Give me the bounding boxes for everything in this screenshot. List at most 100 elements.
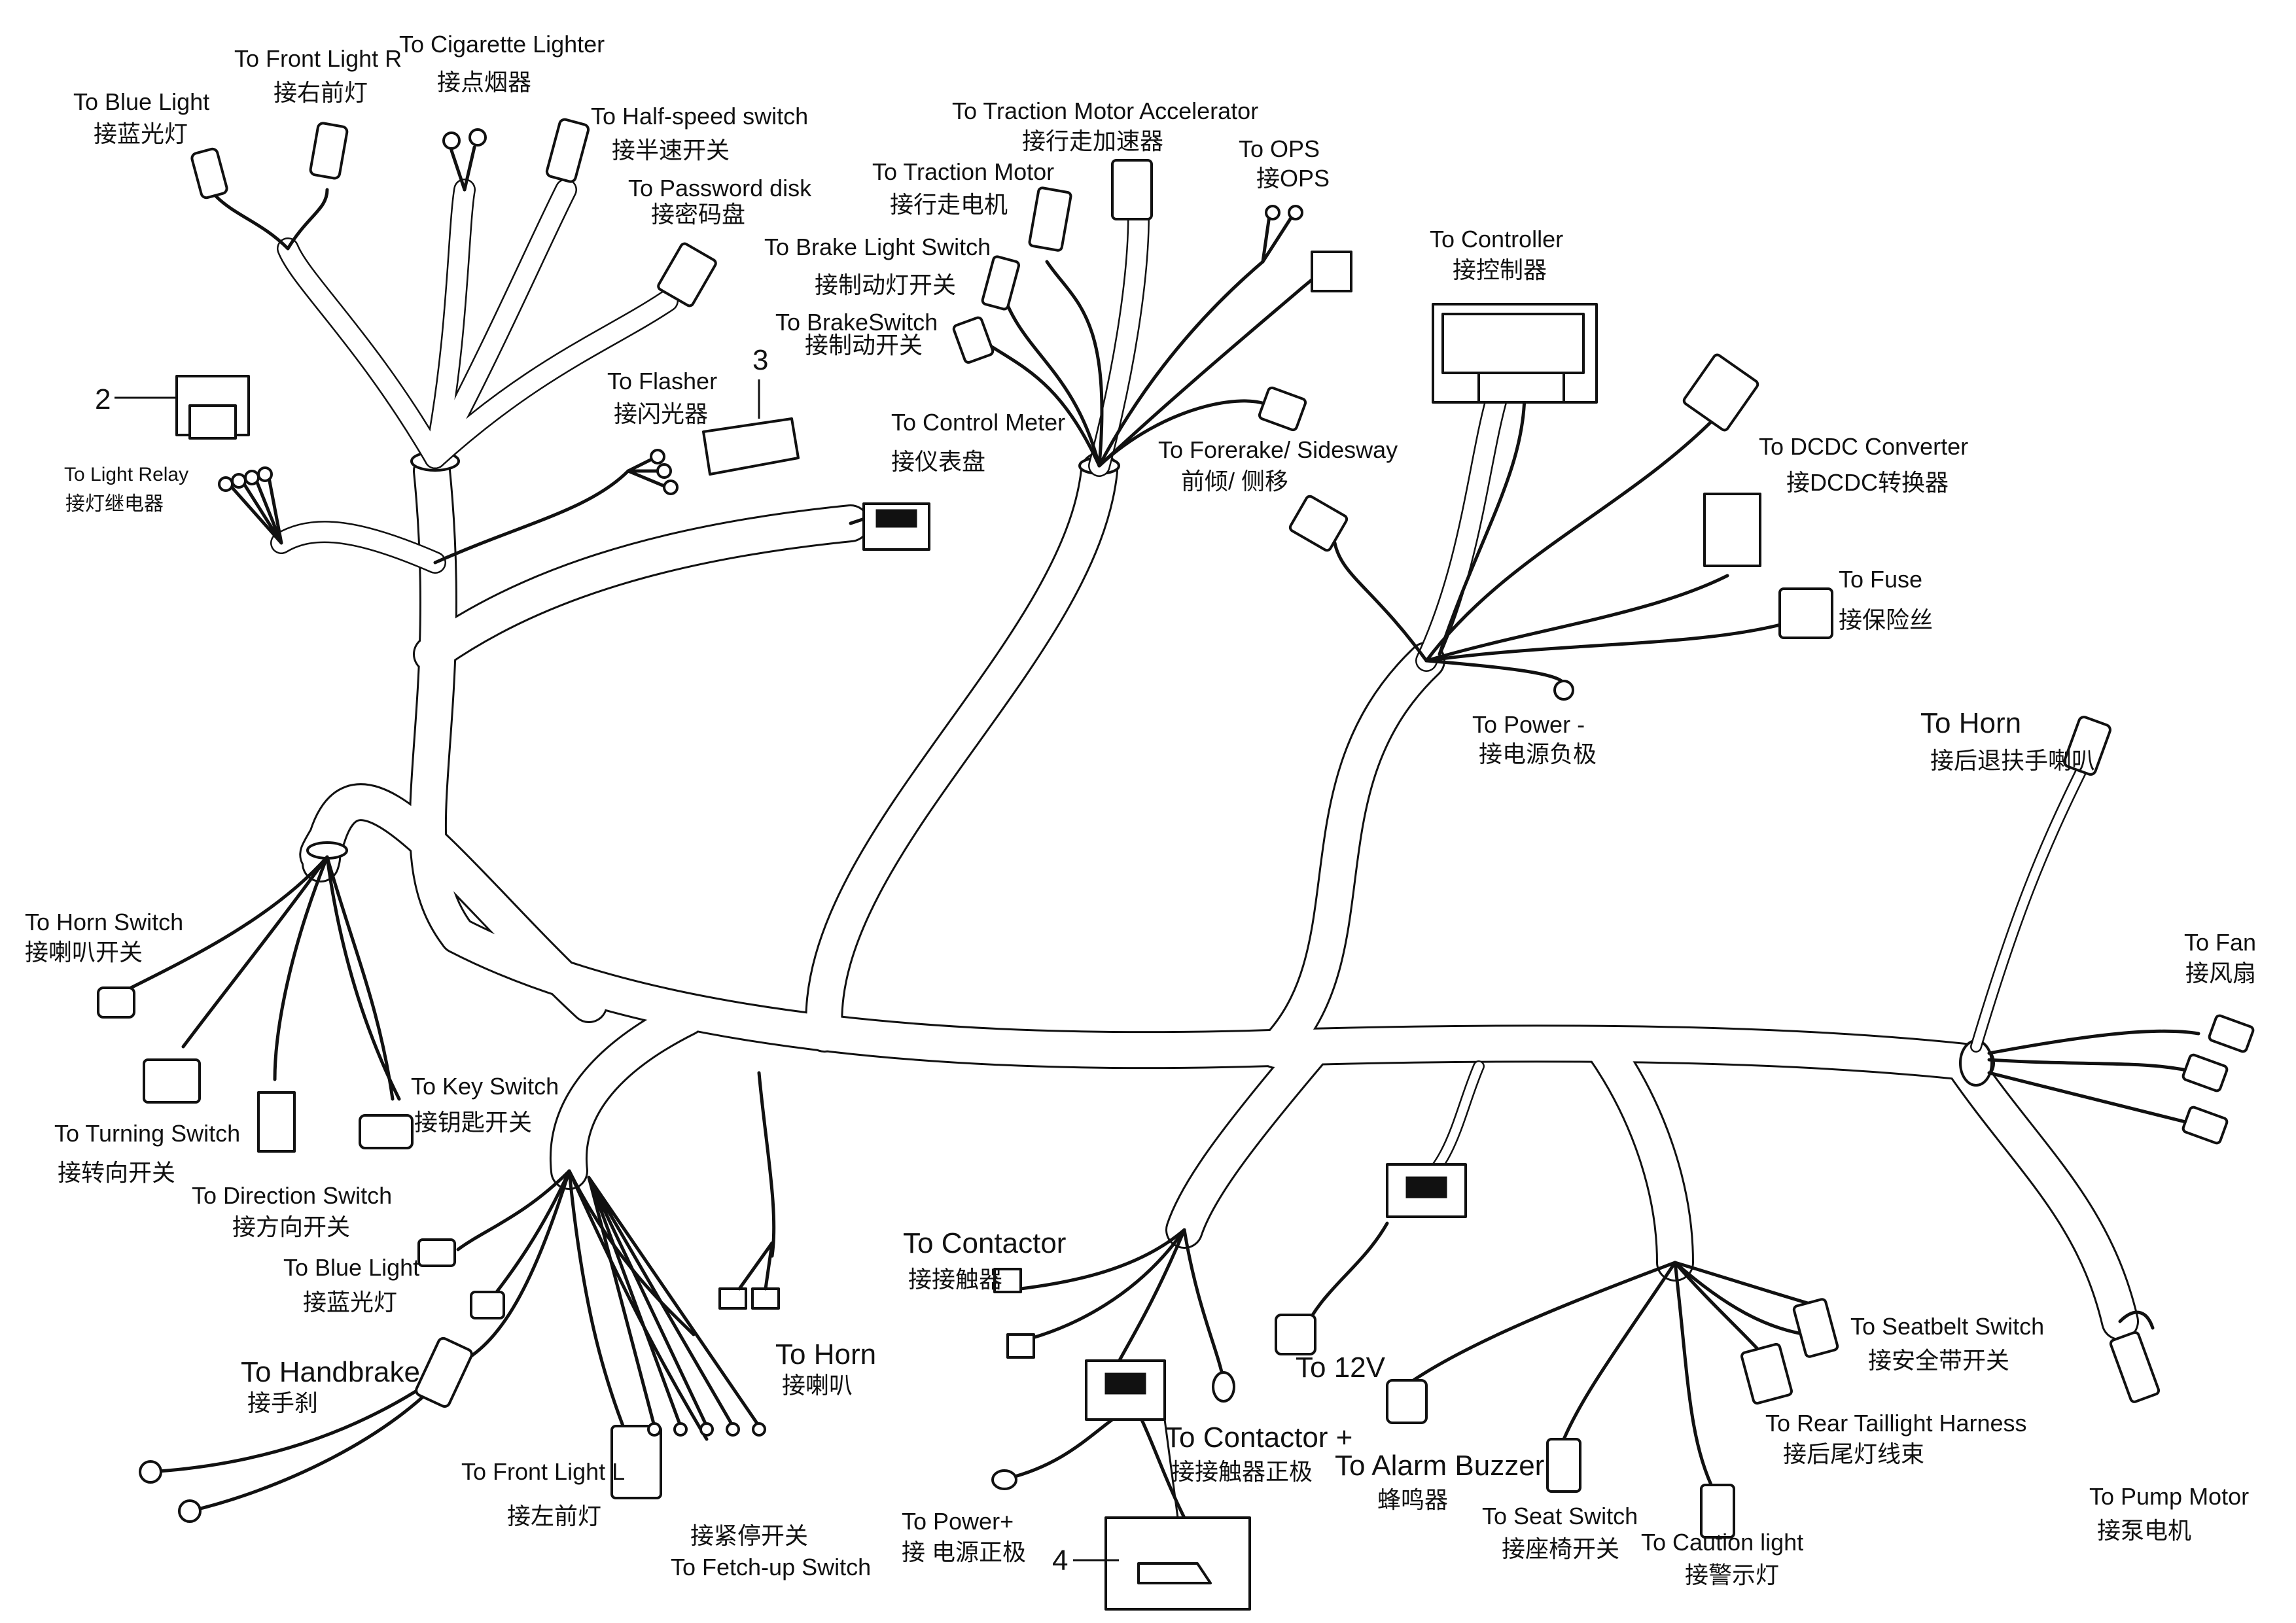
top-left-branches bbox=[214, 145, 872, 574]
left-switch-connectors bbox=[97, 986, 414, 1153]
top-center-connectors bbox=[952, 159, 1352, 432]
blue-light-bottom-connector bbox=[417, 1238, 456, 1267]
traction-motor-connector bbox=[1028, 186, 1072, 252]
label-handbrake-cn: 接手刹 bbox=[247, 1389, 318, 1416]
label-blue-light-bottom-cn: 接蓝光灯 bbox=[303, 1289, 397, 1316]
callout-3: 3 bbox=[752, 344, 768, 376]
label-power-neg-en: To Power - bbox=[1472, 711, 1585, 738]
label-contactor-plus-cn: 接接触器正极 bbox=[1171, 1458, 1313, 1485]
label-half-speed-en: To Half-speed switch bbox=[591, 103, 808, 130]
label-contactor-plus-en: To Contactor + bbox=[1165, 1422, 1352, 1454]
seatbelt-switch-connector bbox=[1792, 1298, 1839, 1358]
contactor-ring bbox=[1212, 1371, 1235, 1403]
label-forerake-cn: 前倾/ 侧移 bbox=[1181, 468, 1288, 495]
caution-light-connector bbox=[1700, 1484, 1735, 1539]
top-left-connectors bbox=[175, 118, 930, 551]
label-pump-motor-en: To Pump Motor bbox=[2089, 1483, 2249, 1510]
label-fan-cn: 接风扇 bbox=[2185, 960, 2256, 986]
horn-bottom-terminal-1 bbox=[718, 1287, 747, 1310]
label-seat-switch-cn: 接座椅开关 bbox=[1502, 1535, 1619, 1562]
horn-switch-connector bbox=[97, 986, 135, 1019]
label-brake-switch-cn: 接制动开关 bbox=[805, 332, 923, 358]
brake-light-switch-connector bbox=[981, 255, 1021, 311]
label-fetch-up-cn: 接紧停开关 bbox=[690, 1522, 808, 1549]
label-seatbelt-en: To Seatbelt Switch bbox=[1850, 1313, 2044, 1340]
label-controller-cn: 接控制器 bbox=[1453, 256, 1547, 283]
label-accelerator-cn: 接行走加速器 bbox=[1022, 128, 1163, 154]
labels: To Blue Light 接蓝光灯 To Front Light R 接右前灯… bbox=[25, 31, 2256, 1588]
label-power-plus-cn: 接 电源正极 bbox=[902, 1539, 1026, 1565]
label-direction-en: To Direction Switch bbox=[192, 1182, 392, 1209]
light-relay-base bbox=[188, 404, 237, 440]
power-plus-ring bbox=[991, 1469, 1017, 1490]
dcdc-connector bbox=[1703, 493, 1761, 567]
label-direction-cn: 接方向开关 bbox=[232, 1213, 350, 1240]
label-flasher-en: To Flasher bbox=[607, 368, 717, 394]
label-key-switch-cn: 接钥匙开关 bbox=[414, 1109, 532, 1136]
handbrake-ring-1 bbox=[139, 1460, 162, 1484]
traction-accelerator-connector bbox=[1111, 159, 1153, 220]
front-light-l-connector bbox=[610, 1425, 662, 1499]
label-front-light-r-en: To Front Light R bbox=[234, 45, 402, 72]
label-flasher-cn: 接闪光器 bbox=[614, 400, 708, 427]
label-blue-light-top-cn: 接蓝光灯 bbox=[94, 120, 188, 147]
label-contactor-en: To Contactor bbox=[903, 1227, 1066, 1259]
contactor-block bbox=[1085, 1359, 1166, 1421]
label-forerake-en: To Forerake/ Sidesway bbox=[1158, 436, 1398, 463]
label-light-relay-cn: 接灯继电器 bbox=[65, 493, 164, 515]
label-password-en: To Password disk bbox=[628, 175, 812, 201]
half-speed-connector bbox=[545, 118, 590, 183]
label-brake-light-en: To Brake Light Switch bbox=[764, 234, 991, 260]
label-dcdc-cn: 接DCDC转换器 bbox=[1786, 469, 1949, 496]
forerake-connector bbox=[1258, 386, 1307, 432]
bottom-right-connectors bbox=[1386, 1298, 1839, 1539]
label-horn-bottom-en: To Horn bbox=[775, 1338, 876, 1370]
main-harness bbox=[299, 451, 2139, 1340]
label-caution-cn: 接警示灯 bbox=[1685, 1562, 1779, 1588]
blue-light-bottom-connector-2 bbox=[470, 1291, 505, 1319]
label-front-light-r-cn: 接右前灯 bbox=[274, 79, 368, 106]
controller-branches bbox=[1333, 381, 1795, 689]
label-brake-light-cn: 接制动灯开关 bbox=[815, 271, 956, 298]
buzzer-connectors bbox=[1275, 1163, 1467, 1355]
horn-bottom-terminal-2 bbox=[751, 1287, 780, 1310]
direction-switch-connector bbox=[257, 1091, 296, 1153]
label-front-light-l-en: To Front Light L bbox=[461, 1458, 625, 1485]
left-switch-branches bbox=[129, 855, 401, 1101]
label-front-light-l-cn: 接左前灯 bbox=[507, 1503, 601, 1529]
label-turning-cn: 接转向开关 bbox=[58, 1159, 175, 1186]
contactor-connectors bbox=[991, 1268, 1251, 1611]
key-switch-connector bbox=[359, 1114, 414, 1149]
label-light-relay-en: To Light Relay bbox=[64, 464, 188, 485]
fan-connector-1 bbox=[2208, 1014, 2255, 1053]
alarm-buzzer-connector bbox=[1386, 1379, 1428, 1424]
label-horn-switch-cn: 接喇叭开关 bbox=[25, 939, 143, 966]
label-alarm-buzzer-en: To Alarm Buzzer bbox=[1335, 1450, 1544, 1482]
password-disk-connector bbox=[657, 242, 717, 307]
fuse-connector bbox=[1778, 587, 1833, 639]
label-handbrake-en: To Handbrake bbox=[241, 1356, 420, 1388]
label-cigarette-cn: 接点烟器 bbox=[437, 69, 531, 96]
label-traction-motor-cn: 接行走电机 bbox=[890, 191, 1008, 218]
pump-motor-connector bbox=[2109, 1331, 2161, 1403]
label-pump-motor-cn: 接泵电机 bbox=[2097, 1517, 2191, 1544]
horn-right-connector bbox=[2063, 716, 2111, 776]
label-ops-cn: 接OPS bbox=[1256, 165, 1330, 192]
fan-connector-3 bbox=[2181, 1106, 2229, 1145]
label-accelerator-en: To Traction Motor Accelerator bbox=[952, 97, 1258, 124]
label-seatbelt-cn: 接安全带开关 bbox=[1868, 1347, 2009, 1374]
cigarette-terminal-1 bbox=[442, 131, 461, 150]
bottom-left-branches bbox=[149, 1071, 776, 1513]
generic-connector-top-right bbox=[1682, 353, 1759, 432]
label-blue-light-top-en: To Blue Light bbox=[73, 88, 209, 115]
contactor-terminal-2 bbox=[1006, 1333, 1035, 1359]
contactor-terminal-1 bbox=[993, 1268, 1022, 1293]
label-12v-en: To 12V bbox=[1296, 1352, 1386, 1384]
label-traction-motor-en: To Traction Motor bbox=[872, 158, 1054, 185]
cigarette-terminal-2 bbox=[468, 128, 487, 147]
controller-connectors bbox=[1288, 303, 1833, 701]
power-neg-ring bbox=[1553, 680, 1574, 701]
handbrake-connector bbox=[415, 1336, 473, 1408]
brake-switch-connector bbox=[952, 316, 995, 364]
